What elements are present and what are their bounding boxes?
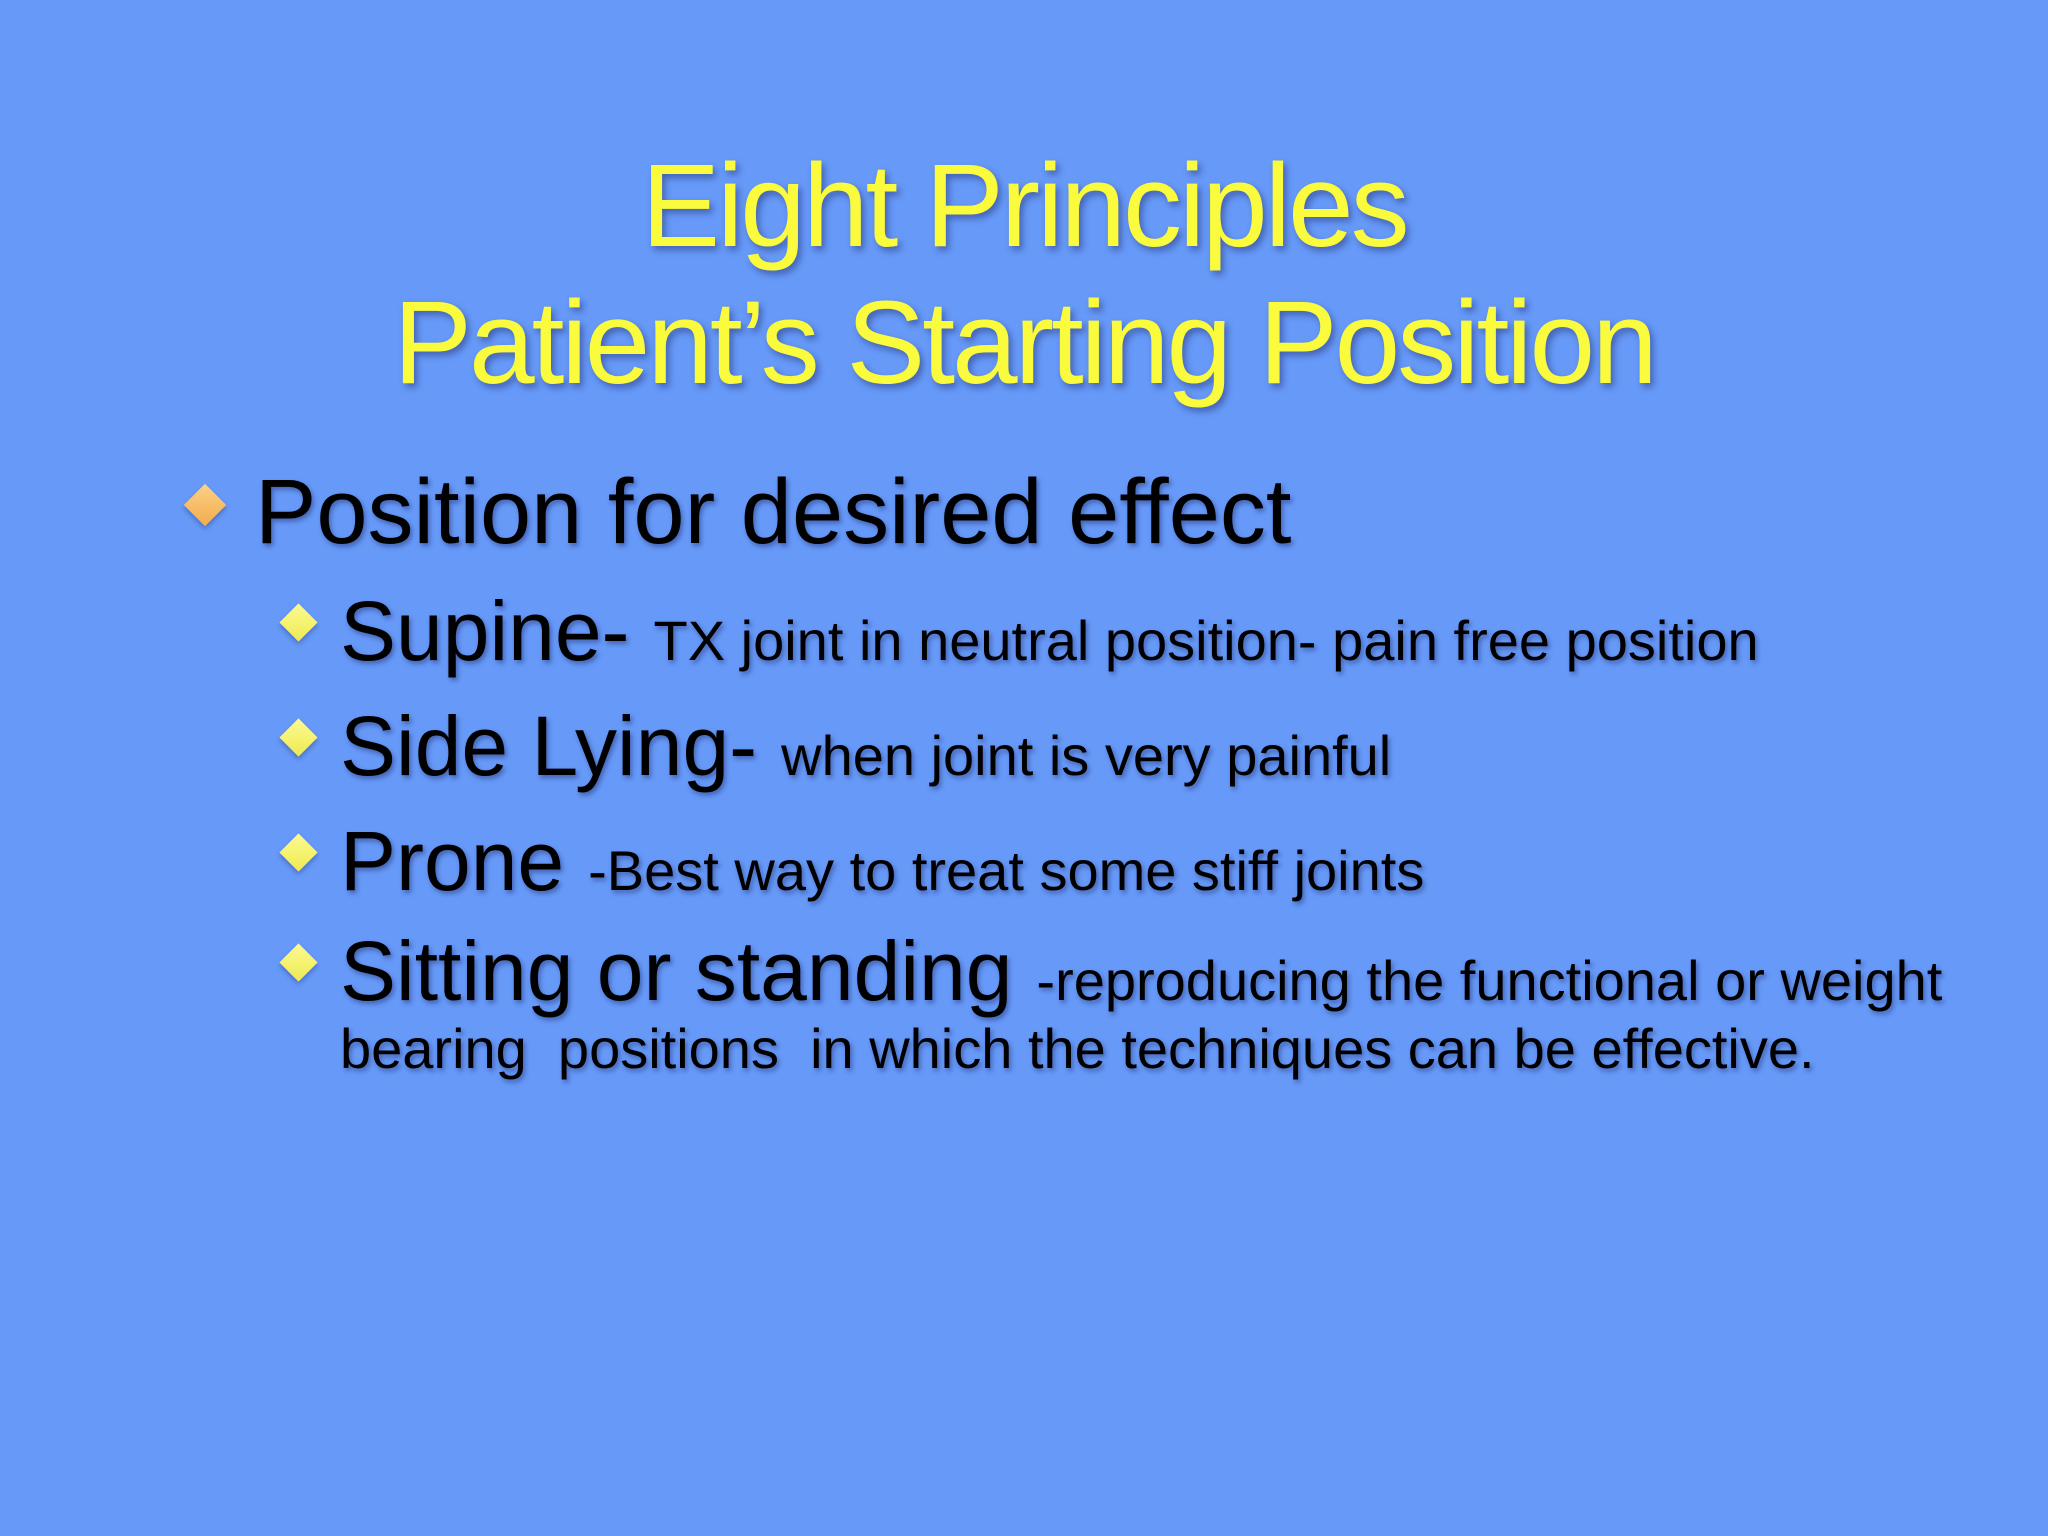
bullet-detail: when joint is very painful [781,724,1392,787]
bullet-item-level1: Position for desired effect [183,466,1291,558]
bullet-lead: Supine- [340,584,630,678]
diamond-bullet-icon [279,603,318,642]
bullet-lead: Side Lying- [340,699,758,793]
diamond-bullet-icon [279,833,318,872]
diamond-bullet-icon [279,718,318,757]
bullet-detail: TX joint in neutral position- pain free … [653,609,1759,672]
bullet-text: Position for desired effect [255,461,1292,563]
slide-title: Eight Principles Patient’s Starting Posi… [0,138,2048,412]
bullet-item-sitting-standing: Sitting or standing -reproducing the func… [279,924,1943,1082]
bullet-item-side-lying: Side Lying-when joint is very painful [279,699,1392,793]
bullet-item-supine: Supine- TX joint in neutral position- pai… [279,584,1759,678]
bullet-detail: -reproducing the functional or weight [1036,949,1943,1012]
bullet-lead: Sitting or standing [340,924,1013,1018]
diamond-bullet-icon [183,483,227,527]
diamond-bullet-icon [279,943,318,982]
bullet-detail: -Best way to treat some stiff joints [588,839,1425,902]
bullet-detail-line2: bearing positions in which the technique… [340,1017,1815,1081]
bullet-item-prone: Prone -Best way to treat some stiff joint… [279,814,1425,908]
bullet-lead: Prone [340,814,565,908]
title-line-2: Patient’s Starting Position [393,276,1657,409]
title-line-1: Eight Principles [641,140,1409,272]
